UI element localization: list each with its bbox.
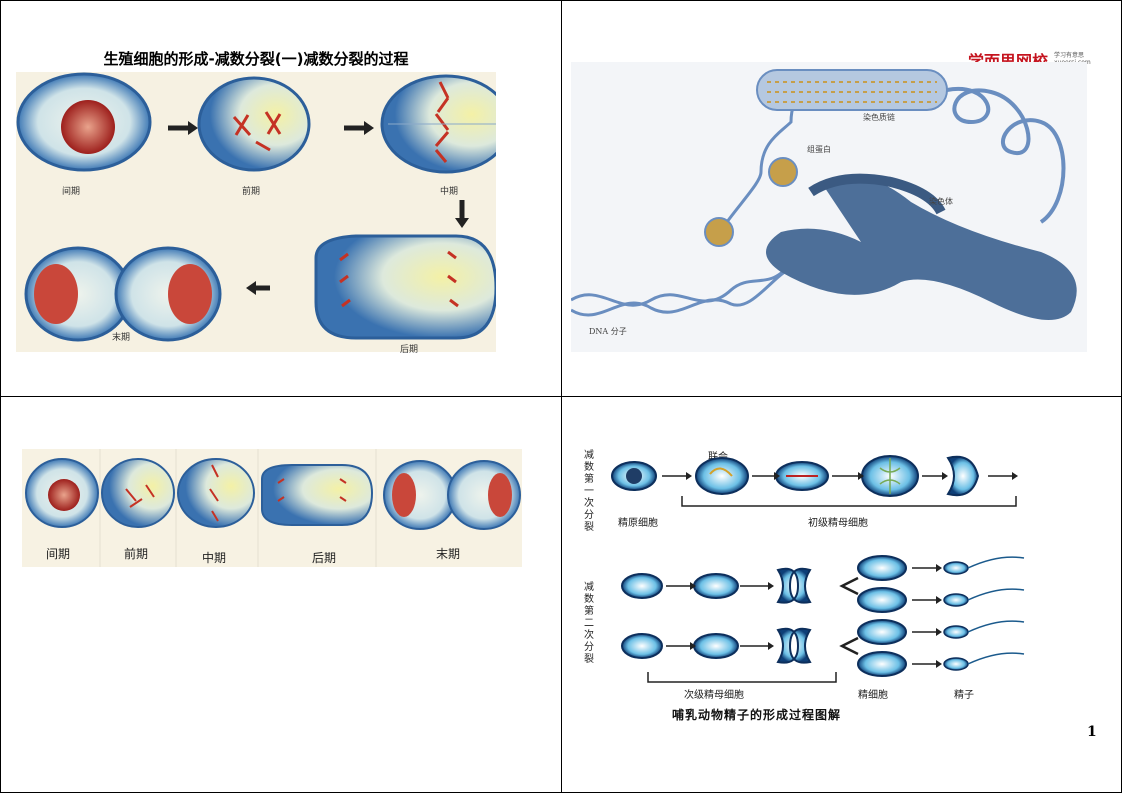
strip-label-prophase: 前期 bbox=[124, 547, 149, 561]
label-chromosome: 染色体 bbox=[929, 197, 953, 206]
strip-label-anaphase: 后期 bbox=[312, 551, 337, 565]
stages-illustration bbox=[25, 449, 521, 567]
label-interphase: 间期 bbox=[62, 187, 81, 197]
side-label-meiosis-1: 减数第一次分裂 bbox=[584, 450, 594, 533]
chromosome-illustration bbox=[570, 69, 1077, 320]
meiosis-cells-illustration bbox=[16, 72, 512, 342]
label-sperm: 精子 bbox=[954, 690, 974, 701]
spermatogenesis-diagram bbox=[611, 455, 1025, 683]
label-primary-spermatocyte: 初级精母细胞 bbox=[808, 518, 868, 529]
label-chromatin: 染色质链 bbox=[863, 113, 895, 122]
label-secondary-spermatocyte: 次级精母细胞 bbox=[684, 690, 744, 701]
side-label-meiosis-2: 减数第二次分裂 bbox=[584, 582, 594, 665]
slide-1-title: 生殖细胞的形成-减数分裂(一)减数分裂的过程 bbox=[103, 50, 409, 68]
strip-label-telophase: 末期 bbox=[436, 547, 461, 561]
meiosis-process-figure: 间期 前期 中期 末期 后期 bbox=[16, 72, 512, 355]
label-telophase: 末期 bbox=[112, 333, 131, 343]
chromosome-structure-figure: 染色质链 组蛋白 染色体 DNA 分子 bbox=[570, 62, 1087, 352]
meiosis-stages-strip: 间期 前期 中期 后期 末期 bbox=[22, 449, 522, 567]
label-histone: 组蛋白 bbox=[807, 145, 831, 154]
brand-sub-cn: 学习有意思 bbox=[1054, 52, 1085, 59]
strip-label-metaphase: 中期 bbox=[202, 551, 227, 565]
strip-label-interphase: 间期 bbox=[46, 547, 71, 561]
label-anaphase: 后期 bbox=[400, 345, 419, 355]
label-dna: DNA 分子 bbox=[589, 327, 627, 336]
label-metaphase: 中期 bbox=[440, 187, 459, 197]
label-spermatid: 精细胞 bbox=[858, 690, 888, 701]
page-number: 1 bbox=[1087, 724, 1097, 740]
diagram-caption: 哺乳动物精子的形成过程图解 bbox=[672, 708, 842, 722]
label-spermatogonium: 精原细胞 bbox=[618, 518, 658, 529]
label-prophase: 前期 bbox=[242, 187, 261, 197]
